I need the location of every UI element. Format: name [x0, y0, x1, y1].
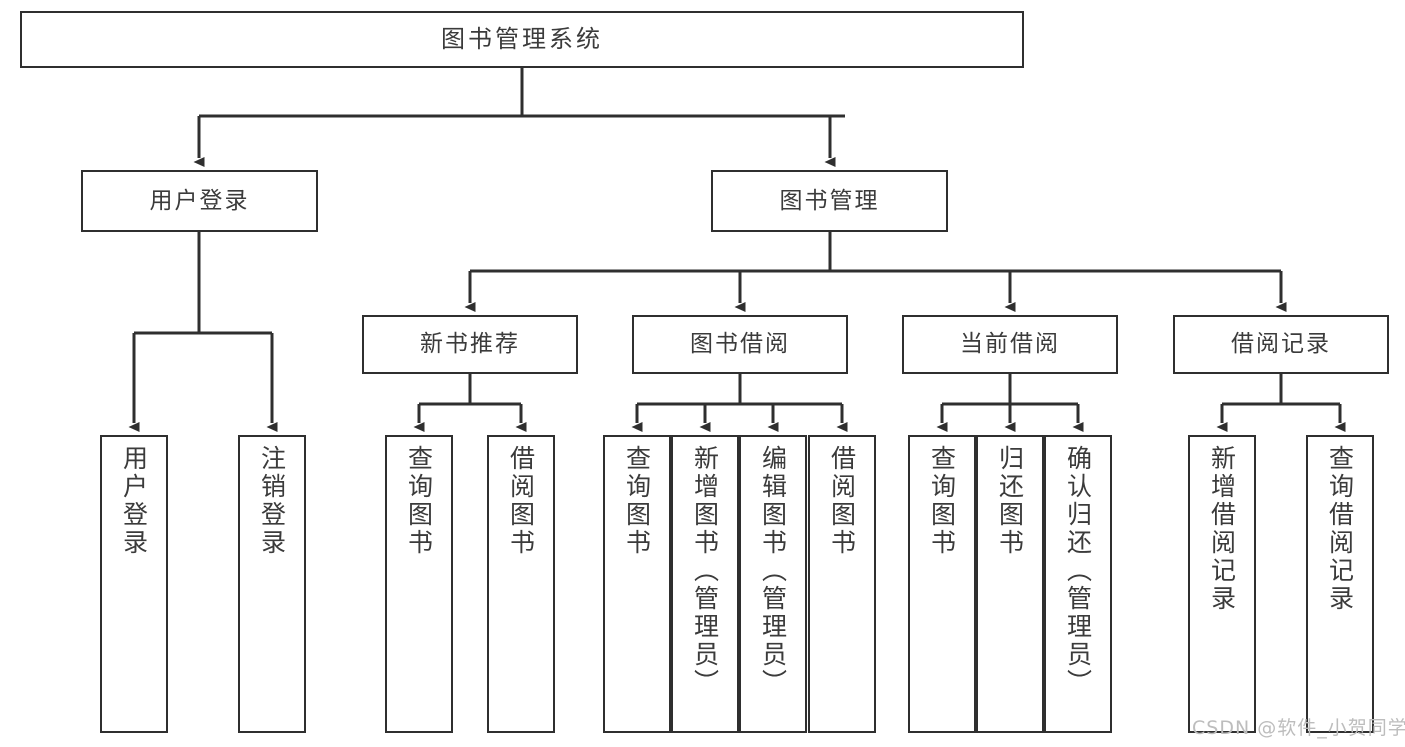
node-root[interactable]: 图书管理系统 [20, 11, 1024, 68]
leaf-borrow-book-1[interactable]: 借阅图书 [487, 435, 555, 733]
leaf-return-book[interactable]: 归还图书 [976, 435, 1044, 733]
leaf-add-book-admin[interactable]: 新增图书（管理员） [671, 435, 739, 733]
node-root-label: 图书管理系统 [441, 24, 603, 53]
leaf-confirm-return-admin[interactable]: 确认归还（管理员） [1044, 435, 1112, 733]
leaf-query-borrow-record-label: 查询借阅记录 [1325, 445, 1355, 613]
leaf-borrow-book-2[interactable]: 借阅图书 [808, 435, 876, 733]
leaf-query-book-2[interactable]: 查询图书 [603, 435, 671, 733]
leaf-borrow-book-1-label: 借阅图书 [506, 445, 536, 557]
node-current-borrow-label: 当前借阅 [960, 331, 1060, 358]
leaf-logout-login[interactable]: 注销登录 [238, 435, 306, 733]
leaf-query-book-2-label: 查询图书 [622, 445, 652, 557]
leaf-logout-login-label: 注销登录 [257, 445, 287, 557]
leaf-borrow-book-2-label: 借阅图书 [827, 445, 857, 557]
leaf-edit-book-admin-label: 编辑图书（管理员） [758, 445, 788, 697]
node-book-borrow[interactable]: 图书借阅 [632, 315, 848, 374]
leaf-user-login-label: 用户登录 [119, 445, 149, 557]
leaf-return-book-label: 归还图书 [995, 445, 1025, 557]
leaf-query-book-3-label: 查询图书 [927, 445, 957, 557]
node-current-borrow[interactable]: 当前借阅 [902, 315, 1118, 374]
leaf-add-book-admin-label: 新增图书（管理员） [690, 445, 720, 697]
node-user-login-label: 用户登录 [149, 187, 250, 214]
leaf-query-book-1-label: 查询图书 [404, 445, 434, 557]
csdn-watermark: CSDN @软件_小贺同学 [1192, 717, 1405, 739]
node-new-book-recommend[interactable]: 新书推荐 [362, 315, 578, 374]
node-borrow-record[interactable]: 借阅记录 [1173, 315, 1389, 374]
node-book-manage-label: 图书管理 [779, 187, 880, 214]
leaf-query-book-1[interactable]: 查询图书 [385, 435, 453, 733]
leaf-query-book-3[interactable]: 查询图书 [908, 435, 976, 733]
node-new-book-recommend-label: 新书推荐 [420, 331, 520, 358]
node-borrow-record-label: 借阅记录 [1231, 331, 1331, 358]
node-user-login[interactable]: 用户登录 [81, 170, 318, 232]
leaf-add-borrow-record[interactable]: 新增借阅记录 [1188, 435, 1256, 733]
node-book-manage[interactable]: 图书管理 [711, 170, 948, 232]
leaf-user-login[interactable]: 用户登录 [100, 435, 168, 733]
leaf-edit-book-admin[interactable]: 编辑图书（管理员） [739, 435, 807, 733]
leaf-confirm-return-admin-label: 确认归还（管理员） [1063, 445, 1093, 697]
leaf-query-borrow-record[interactable]: 查询借阅记录 [1306, 435, 1374, 733]
node-book-borrow-label: 图书借阅 [690, 331, 790, 358]
leaf-add-borrow-record-label: 新增借阅记录 [1207, 445, 1237, 613]
